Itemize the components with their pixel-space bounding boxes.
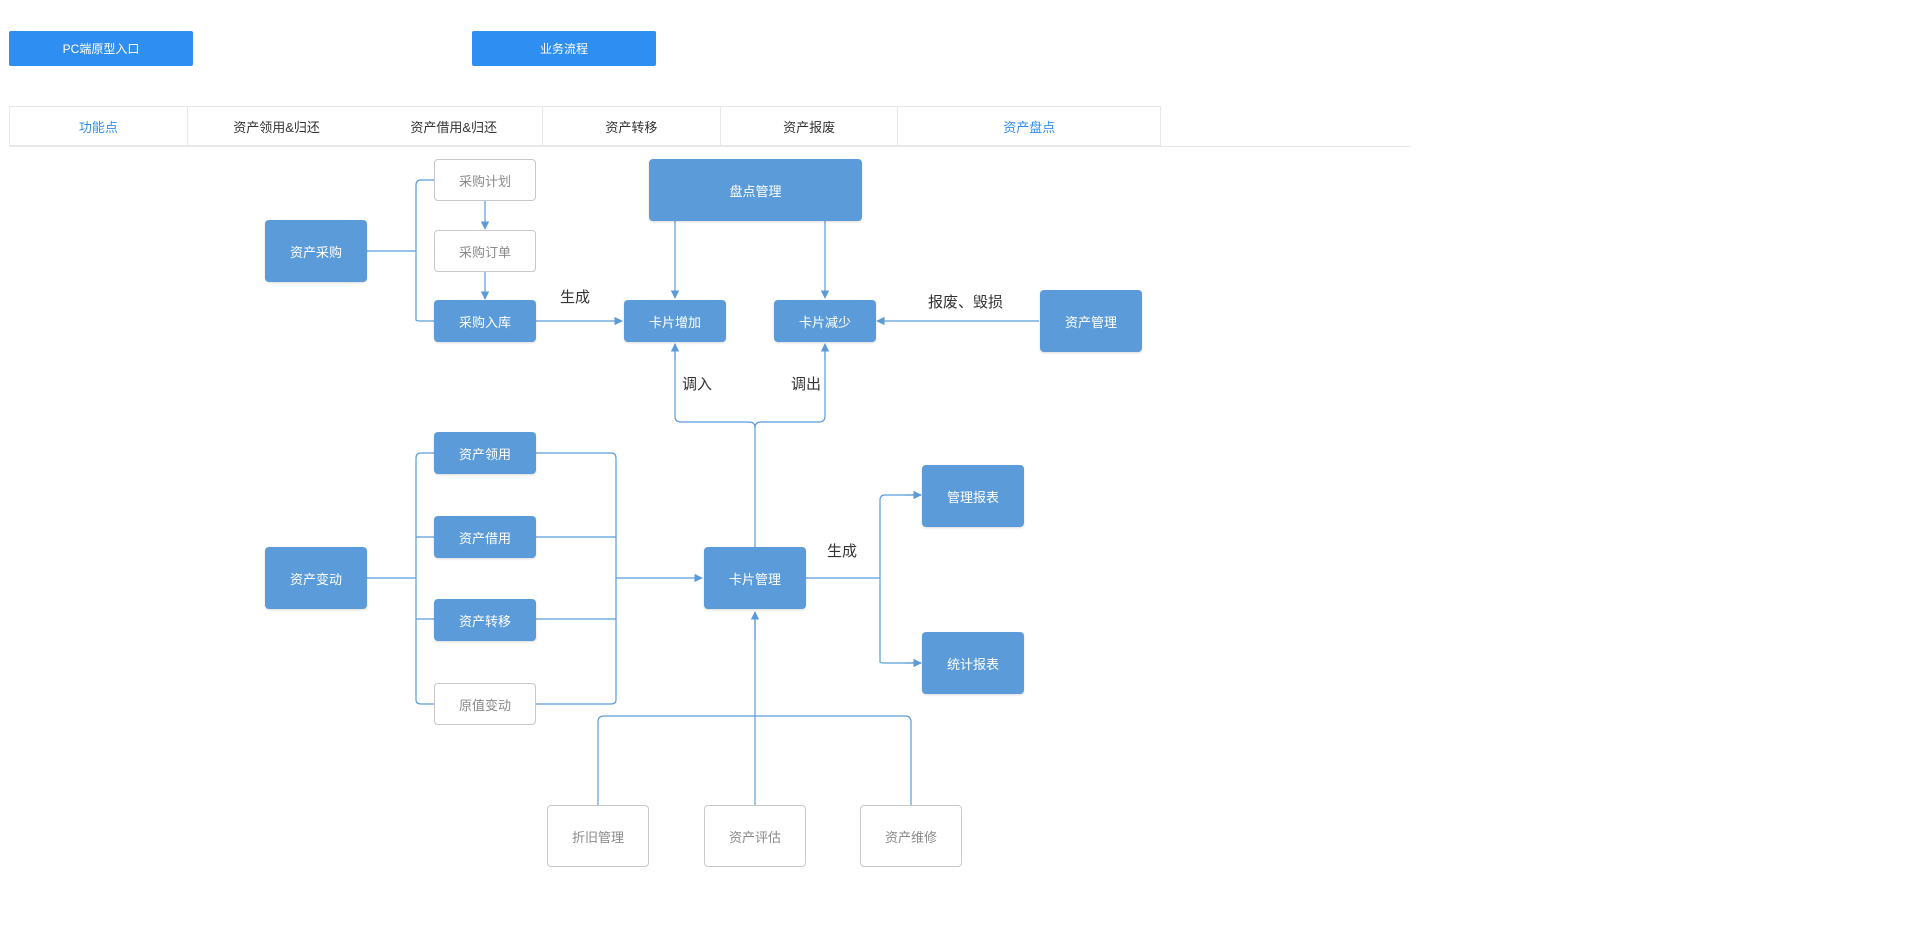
node-depreciation-management[interactable]: 折旧管理	[547, 805, 649, 867]
edge-purchase-bracket	[367, 179, 434, 322]
tab-function-points[interactable]: 功能点	[10, 107, 188, 145]
workflow-button[interactable]: 业务流程	[472, 31, 656, 66]
label-scrap-damage: 报废、毁损	[928, 294, 1004, 311]
pc-entry-button[interactable]: PC端原型入口	[9, 31, 193, 66]
node-asset-transfer[interactable]: 资产转移	[434, 599, 536, 641]
edge-card-to-reports	[806, 494, 921, 664]
node-card-management[interactable]: 卡片管理	[704, 547, 806, 609]
tab-asset-scrap[interactable]: 资产报废	[721, 107, 899, 145]
tab-bar: 功能点 资产领用&归还 资产借用&归还 资产转移 资产报废 资产盘点	[9, 106, 1161, 146]
label-transfer-in: 调入	[682, 376, 713, 393]
node-purchase-order[interactable]: 采购订单	[434, 230, 536, 272]
node-asset-management[interactable]: 资产管理	[1040, 290, 1142, 352]
edge-change-bracket	[367, 452, 434, 705]
label-transfer-out: 调出	[791, 376, 822, 393]
node-asset-purchase[interactable]: 资产采购	[265, 220, 367, 282]
tab-asset-inventory[interactable]: 资产盘点	[1003, 119, 1056, 135]
node-statistics-report[interactable]: 统计报表	[922, 632, 1024, 694]
node-management-report[interactable]: 管理报表	[922, 465, 1024, 527]
edge-bottom-to-card-mgmt	[597, 612, 912, 805]
node-card-increase[interactable]: 卡片增加	[624, 300, 726, 342]
node-original-value-change[interactable]: 原值变动	[434, 683, 536, 725]
tabs-divider	[9, 146, 1411, 147]
node-purchase-inbound[interactable]: 采购入库	[434, 300, 536, 342]
tab-asset-borrow-return[interactable]: 资产借用&归还	[365, 107, 544, 145]
node-inventory-management[interactable]: 盘点管理	[649, 159, 862, 221]
tab-asset-receive-return[interactable]: 资产领用&归还	[233, 119, 320, 135]
label-generate-top: 生成	[560, 289, 591, 306]
node-asset-evaluation[interactable]: 资产评估	[704, 805, 806, 867]
node-purchase-plan[interactable]: 采购计划	[434, 159, 536, 201]
node-asset-repair[interactable]: 资产维修	[860, 805, 962, 867]
edge-merge-bracket	[536, 452, 617, 705]
node-card-decrease[interactable]: 卡片减少	[774, 300, 876, 342]
node-asset-receive[interactable]: 资产领用	[434, 432, 536, 474]
node-asset-borrow[interactable]: 资产借用	[434, 516, 536, 558]
tab-asset-transfer[interactable]: 资产转移	[543, 107, 721, 145]
node-asset-change[interactable]: 资产变动	[265, 547, 367, 609]
edge-card-mgmt-transfer-split	[674, 344, 826, 547]
label-generate-right: 生成	[827, 543, 858, 560]
